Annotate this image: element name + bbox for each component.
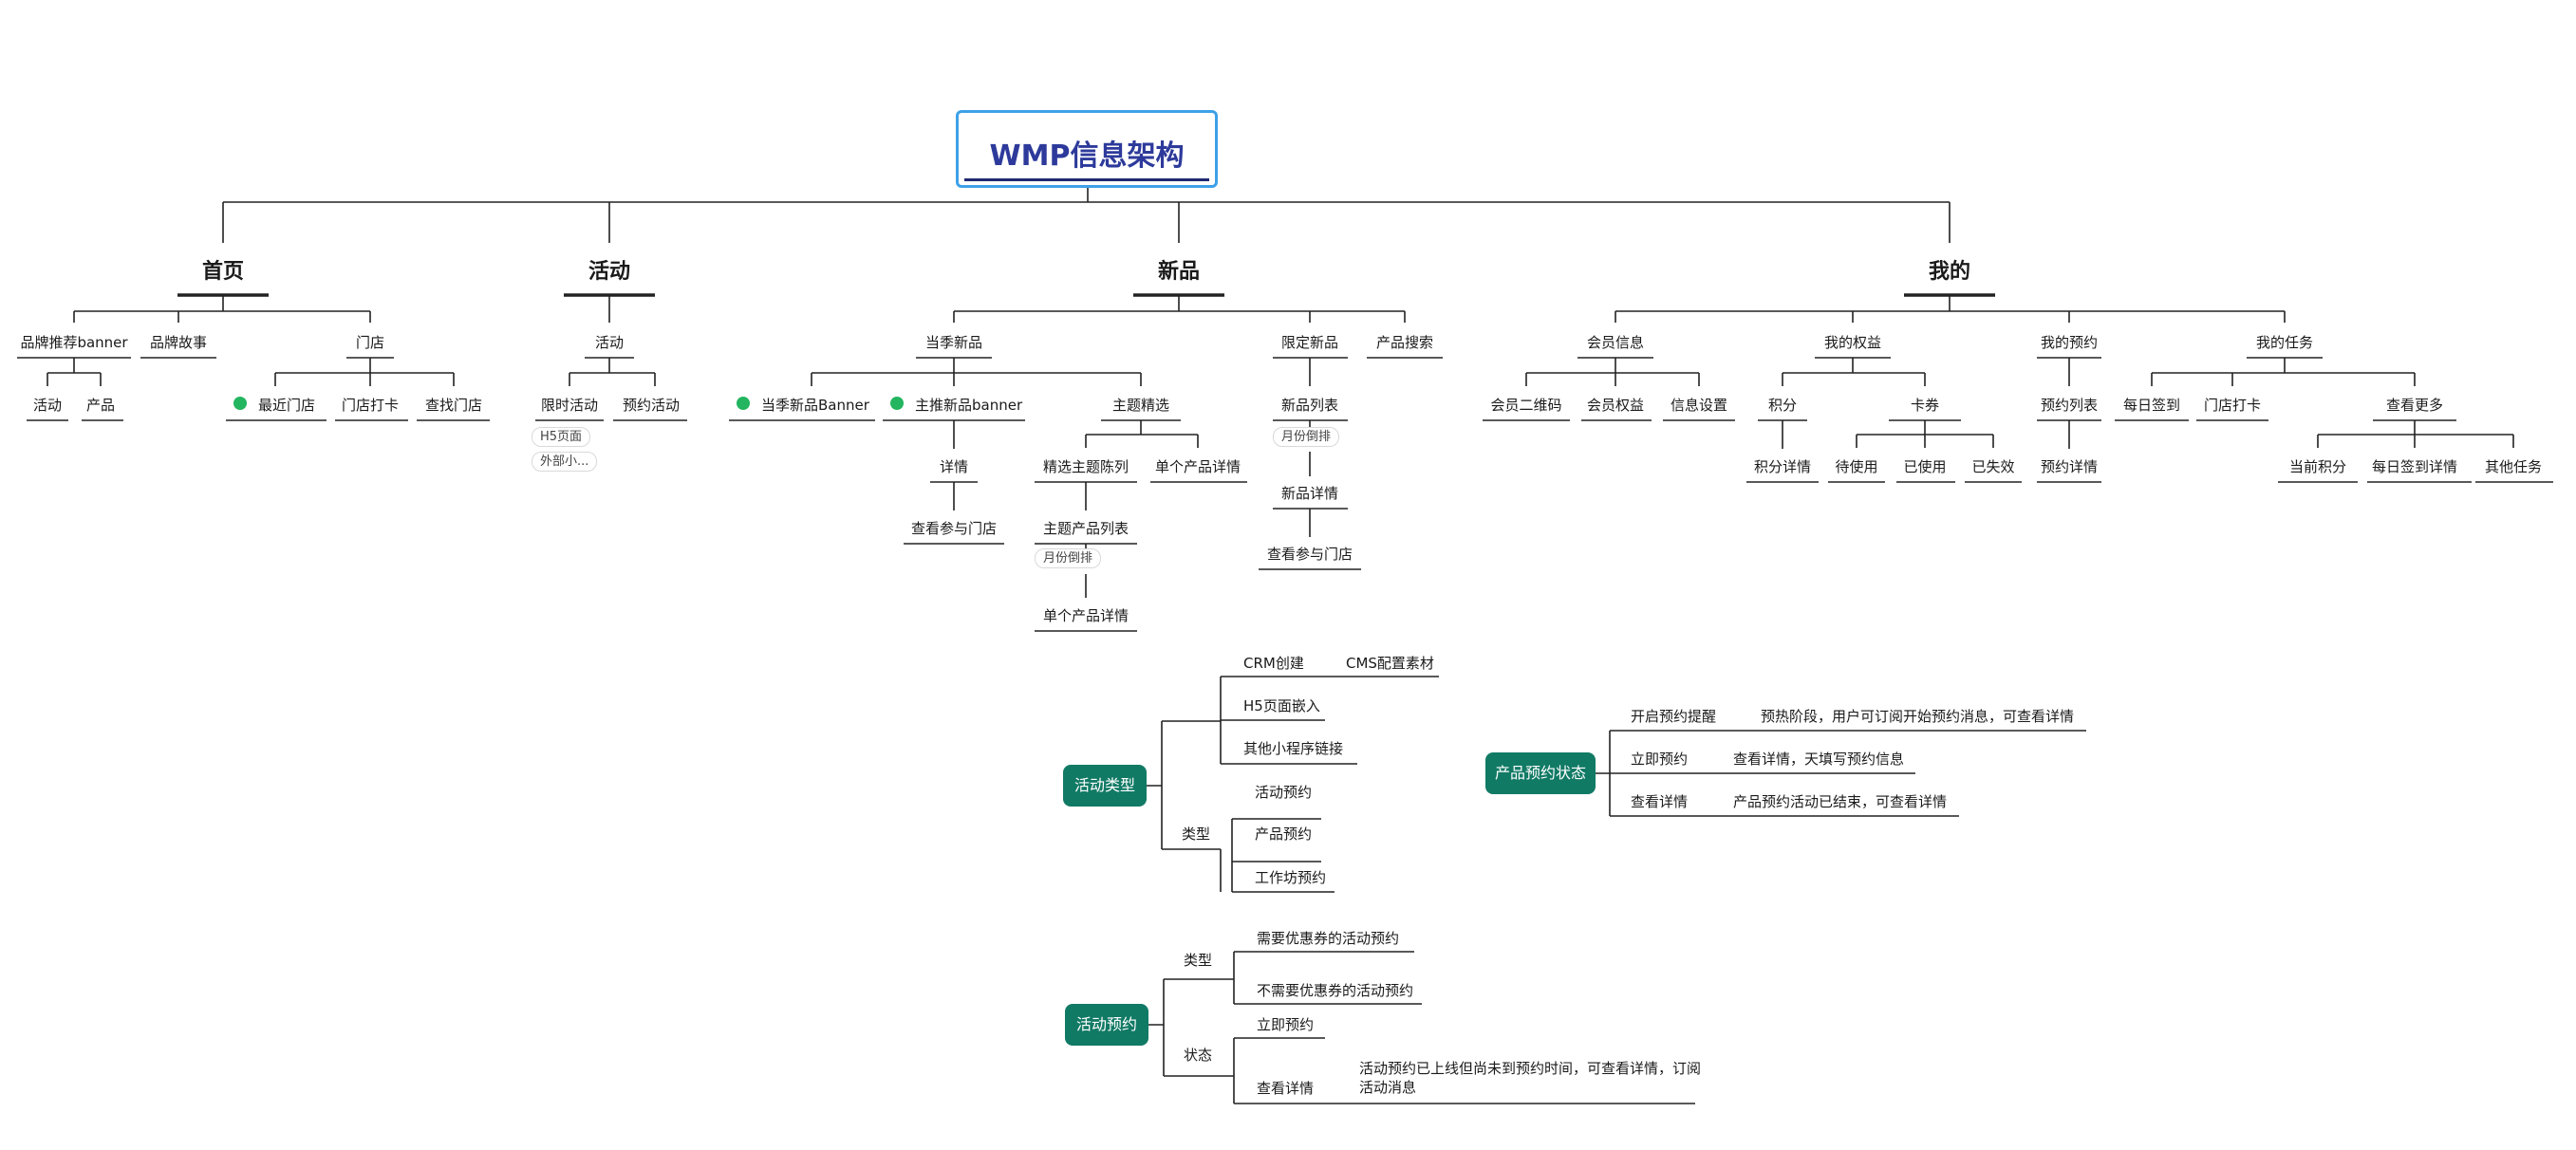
pill-product-res-status[interactable]: 产品预约状态 <box>1485 752 1596 794</box>
tag-external: 外部小... <box>532 452 598 472</box>
node-detail[interactable]: 详情 <box>939 458 969 475</box>
node-member-info[interactable]: 会员信息 <box>1586 334 1645 351</box>
node-brand-story[interactable]: 品牌故事 <box>149 334 208 351</box>
node-product-search[interactable]: 产品搜索 <box>1375 334 1434 351</box>
tag-month: 月份倒排 <box>1035 548 1102 568</box>
node-member-qr[interactable]: 会员二维码 <box>1490 397 1562 414</box>
node-coupon-res[interactable]: 需要优惠券的活动预约 <box>1257 930 1400 947</box>
node-theme-list[interactable]: 精选主题陈列 <box>1042 458 1129 475</box>
category-mine[interactable]: 我的 <box>1928 260 1971 284</box>
node-single-detail[interactable]: 单个产品详情 <box>1154 458 1241 475</box>
node-h5-embed[interactable]: H5页面嵌入 <box>1243 697 1320 714</box>
node-season-new[interactable]: 当季新品 <box>924 334 983 351</box>
node-limited-new[interactable]: 限定新品 <box>1280 334 1339 351</box>
node-theme-product-list[interactable]: 主题产品列表 <box>1042 520 1129 537</box>
node-reservation-list[interactable]: 预约列表 <box>2040 397 2099 414</box>
root-title: WMP信息架构 <box>989 139 1185 173</box>
node-view-stores-2[interactable]: 查看参与门店 <box>1266 546 1353 563</box>
node-find-store[interactable]: 查找门店 <box>424 397 483 414</box>
node-mini-link[interactable]: 其他小程序链接 <box>1243 740 1344 757</box>
node-info-settings[interactable]: 信息设置 <box>1670 397 1728 414</box>
pill-activity-type[interactable]: 活动类型 <box>1063 765 1147 807</box>
node-single-detail-2[interactable]: 单个产品详情 <box>1042 607 1129 624</box>
status-dot-icon <box>233 397 247 410</box>
node-crm[interactable]: CRM创建 <box>1243 655 1304 672</box>
node-home-activity[interactable]: 活动 <box>32 397 63 414</box>
status-dot-icon <box>890 397 904 410</box>
node-member-rights[interactable]: 会员权益 <box>1586 397 1645 414</box>
root-underline <box>964 178 1209 181</box>
node-view-more[interactable]: 查看更多 <box>2385 397 2444 414</box>
node-other-tasks[interactable]: 其他任务 <box>2484 458 2543 475</box>
tag-month-2: 月份倒排 <box>1273 427 1340 447</box>
node-checkin-detail[interactable]: 每日签到详情 <box>2371 458 2458 475</box>
node-type-label[interactable]: 类型 <box>1182 825 1211 843</box>
node-my-tasks[interactable]: 我的任务 <box>2255 334 2314 351</box>
node-status-reserve[interactable]: 立即预约 <box>1631 751 1689 768</box>
tag-h5: H5页面 <box>532 427 591 447</box>
node-res-view-detail-desc: 活动预约已上线但尚未到预约时间，可查看详情，订阅活动消息 <box>1359 1060 1702 1096</box>
node-theme-pick[interactable]: 主题精选 <box>1111 397 1170 414</box>
node-brand-banner[interactable]: 品牌推荐banner <box>20 334 128 351</box>
node-status-view-desc: 产品预约活动已结束，可查看详情 <box>1733 793 1948 810</box>
category-home[interactable]: 首页 <box>201 260 245 284</box>
node-status-remind[interactable]: 开启预约提醒 <box>1631 708 1717 725</box>
node-res-view-detail[interactable]: 查看详情 <box>1257 1080 1315 1097</box>
node-view-stores[interactable]: 查看参与门店 <box>910 520 998 537</box>
node-new-list[interactable]: 新品列表 <box>1280 397 1339 414</box>
node-my-reservations[interactable]: 我的预约 <box>2040 334 2099 351</box>
node-nearest-store[interactable]: 最近门店 <box>258 397 316 414</box>
node-coupons[interactable]: 卡券 <box>1910 397 1940 414</box>
node-used[interactable]: 已使用 <box>1903 458 1947 475</box>
node-current-points[interactable]: 当前积分 <box>2288 458 2347 475</box>
category-new-product[interactable]: 新品 <box>1157 260 1201 284</box>
node-expired[interactable]: 已失效 <box>1971 458 2015 475</box>
node-cms[interactable]: CMS配置素材 <box>1346 655 1434 672</box>
node-product-res[interactable]: 产品预约 <box>1255 825 1313 843</box>
node-unused[interactable]: 待使用 <box>1835 458 1878 475</box>
node-daily-checkin[interactable]: 每日签到 <box>2122 397 2181 414</box>
node-store[interactable]: 门店 <box>355 334 385 351</box>
node-points[interactable]: 积分 <box>1767 397 1798 414</box>
node-status-remind-desc: 预热阶段，用户可订阅开始预约消息，可查看详情 <box>1761 708 2075 725</box>
node-status-view[interactable]: 查看详情 <box>1631 793 1689 810</box>
pill-activity-reservation[interactable]: 活动预约 <box>1065 1004 1148 1046</box>
node-res-type[interactable]: 类型 <box>1184 952 1213 969</box>
node-points-detail[interactable]: 积分详情 <box>1753 458 1812 475</box>
node-workshop-res[interactable]: 工作坊预约 <box>1255 869 1327 886</box>
node-reservation-activity[interactable]: 预约活动 <box>622 397 681 414</box>
node-home-product[interactable]: 产品 <box>85 397 116 414</box>
node-activity-sub[interactable]: 活动 <box>594 334 625 351</box>
node-reserve-now[interactable]: 立即预约 <box>1257 1016 1315 1033</box>
node-new-detail[interactable]: 新品详情 <box>1280 485 1339 502</box>
root-node[interactable]: WMP信息架构 <box>956 110 1218 188</box>
node-season-banner[interactable]: 当季新品Banner <box>761 397 869 414</box>
node-main-banner[interactable]: 主推新品banner <box>915 397 1023 414</box>
node-res-status[interactable]: 状态 <box>1184 1047 1213 1064</box>
node-mine-store-checkin[interactable]: 门店打卡 <box>2203 397 2262 414</box>
status-dot-icon <box>737 397 750 410</box>
node-no-coupon-res[interactable]: 不需要优惠券的活动预约 <box>1257 982 1414 999</box>
category-activity[interactable]: 活动 <box>588 260 631 284</box>
node-my-rights[interactable]: 我的权益 <box>1823 334 1882 351</box>
node-reservation-detail[interactable]: 预约详情 <box>2040 458 2099 475</box>
node-status-reserve-desc: 查看详情，天填写预约信息 <box>1733 751 1905 768</box>
node-store-checkin[interactable]: 门店打卡 <box>341 397 400 414</box>
node-activity-res[interactable]: 活动预约 <box>1255 784 1313 801</box>
node-limited-activity[interactable]: 限时活动 <box>540 397 599 414</box>
